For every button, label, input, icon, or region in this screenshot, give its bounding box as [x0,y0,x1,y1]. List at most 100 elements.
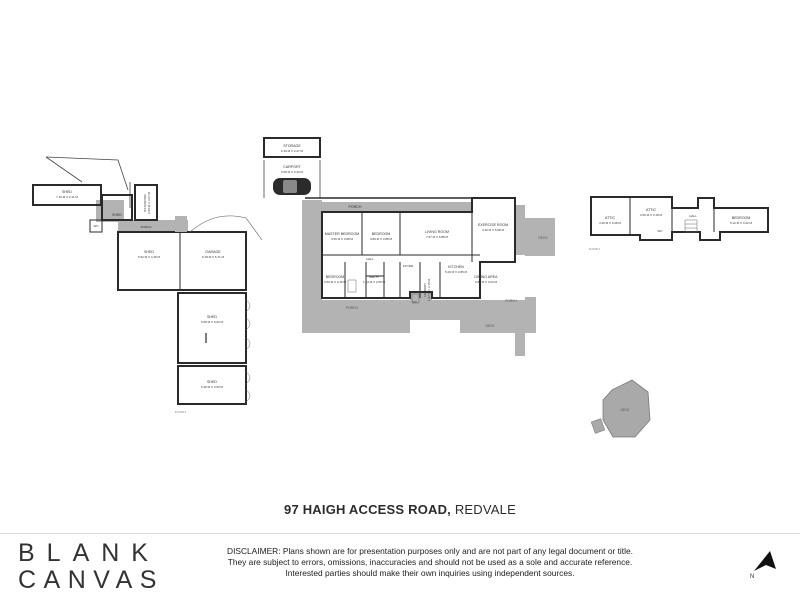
deck-name: DECK [621,408,631,412]
outbuildings-plan: SHED 7.16 M X 2.11 M SHED WC BATHROOM 2.… [32,156,263,414]
deck-steps [590,418,606,434]
divider [0,533,800,534]
exercise-room-size: 4.32 M X 5.98 M [482,228,505,232]
garage-door-arc [189,215,263,241]
attic-b-size: 3.50 M X 3.18 M [640,213,663,217]
car-icon [273,178,311,195]
attic-floor-plan: ATTIC 4.46 M X 3.28 M ATTIC 3.50 M X 3.1… [589,196,769,251]
porch-left-name: PORCH [346,306,358,310]
deck-octagon [602,379,651,438]
disclaimer-line-1: DISCLAIMER: Plans shown are for presenta… [227,546,633,556]
shed-c-size: 6.68 M X 6.02 M [201,320,224,324]
floor-label-left: FLOOR 2 [175,410,187,414]
disclaimer: DISCLAIMER: Plans shown are for presenta… [190,546,670,579]
entry-area [175,216,187,232]
carport-posts [263,160,321,198]
shed-door-swings [245,299,251,403]
bath-fixture [347,279,357,293]
porch-top-area [322,202,472,212]
deck-plan: DECK [590,379,651,438]
disclaimer-line-3: Interested parties should make their own… [285,568,575,578]
house-interior-walls [322,212,480,298]
shed-d-room [177,365,247,405]
foyer-name: FOYER [403,264,414,268]
porch-a-name: PORCH [141,225,152,229]
bedroom-c-size: 5.12 M X 4.02 M [730,221,753,225]
bedroom-a-size: 3.89 M X 3.88 M [370,237,393,241]
kitchen-size: 5.29 M X 3.85 M [445,270,468,274]
shed-d-name: SHED [207,380,217,384]
porch-top-name: PORCH [349,205,362,209]
shed-small-room [101,194,133,221]
shed-garage-block [117,231,247,291]
porch-surround-area [302,200,536,356]
living-room-name: LIVING ROOM [425,230,449,234]
bath-size: 1.64 M X 2.55 M [363,280,386,284]
deck-right-area [515,205,525,255]
deck-right-name: DECK [486,324,496,328]
porch-a-area [118,220,188,232]
bathroom-a-room [134,184,158,221]
master-bedroom-size: 3.56 M X 3.88 M [331,237,354,241]
wc-c-name: WC [658,229,664,233]
storage-size: 6.19 M X 2.27 M [281,149,304,153]
attic-a-name: ATTIC [605,216,616,220]
shed-b-name: SHED [144,250,154,254]
driveway-line-2 [45,156,83,183]
master-bedroom-name: MASTER BEDROOM [325,232,360,236]
garage-name: GARAGE [205,250,221,254]
kitchen-name: KITCHEN [448,265,464,269]
shed-c-room [177,292,247,364]
wc-a-name: WC [94,224,100,228]
attic-b-name: ATTIC [646,208,657,212]
shed-a-size: 7.16 M X 2.11 M [56,195,78,199]
attic-stairs [684,219,698,233]
bedroom-b-size: 3.60 M X 3.45 M [324,280,347,284]
storage-name: STORAGE [283,144,301,148]
floor-label-right: FLOOR 2 [589,247,601,251]
brand-logo: BLANK CANVAS [18,539,164,594]
north-arrow-icon: N [750,551,776,580]
address-street: 97 HAIGH ACCESS ROAD, [284,502,451,517]
north-label: N [750,574,754,580]
storage-room [263,137,321,158]
garage-size: 6.18 M X 5.71 M [202,255,225,259]
logo-line-2: CANVAS [18,566,164,594]
disclaimer-line-2: They are subject to errors, omissions, i… [227,557,633,567]
attic-outer-walls [590,196,769,241]
shed-a-name: SHED [62,190,72,194]
carport-name: CARPORT [283,165,301,169]
exercise-room-name: EXERCISE ROOM [478,223,508,227]
living-room-size: 7.57 M X 5.88 M [426,235,449,239]
shed-d-size: 6.48 M X 3.60 M [201,385,224,389]
patio-name: PATIO [538,236,548,240]
laundry-name: LAUNDRY [423,283,427,297]
carport-plan: STORAGE 6.19 M X 2.27 M CARPORT 6.58 M X… [263,137,321,198]
hall-b-name: HALL [689,214,697,218]
porch-right-name: PORCH [505,299,517,303]
wc-a-room [89,219,103,233]
address-suburb: REDVALE [454,502,516,517]
bedroom-a-name: BEDROOM [372,232,391,236]
property-address: 97 HAIGH ACCESS ROAD, REDVALE [0,502,800,517]
bathroom-a-size: 2.00 M X 3.07 M [147,191,151,214]
wc-fixture [411,293,420,304]
hall-a-name: HALL [366,257,374,261]
dining-area-size: 2.86 M X 3.64 M [475,280,498,284]
dining-area-name: DINING AREA [474,275,498,279]
carport-size: 6.58 M X 3.40 M [281,170,304,174]
shed-b-size: 5.92 M X 4.45 M [138,255,161,259]
attic-a-size: 4.46 M X 3.28 M [599,221,622,225]
shed-c-name: SHED [207,315,217,319]
main-house-plan: PORCH MASTER BEDROOM 3.56 M X 3.88 M BED… [302,197,555,356]
driveway-line [45,156,129,191]
laundry-size: 1.97 M X 3.15 M [427,278,431,301]
patio-area [525,218,555,256]
bath-name: BATH [369,275,379,279]
bedroom-b-name: BEDROOM [326,275,345,279]
logo-line-1: BLANK [18,539,160,567]
wc-b-name: WC [413,300,419,304]
bedroom-c-name: BEDROOM [732,216,751,220]
shed-small-name: SHED [112,213,122,217]
